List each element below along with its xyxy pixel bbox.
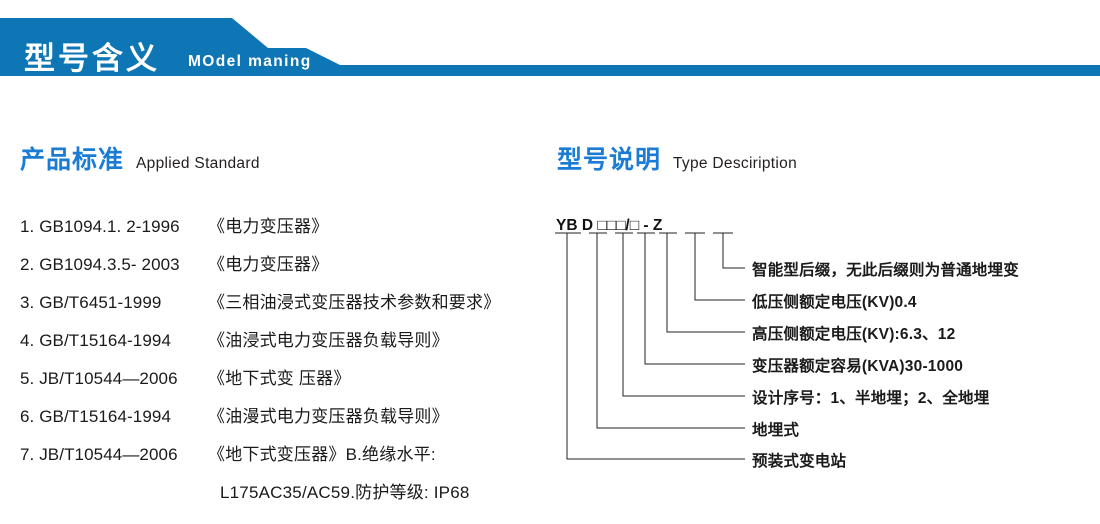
banner-blue-shape [0, 18, 1100, 76]
standard-code: 5. JB/T10544—2006 [20, 369, 178, 388]
model-code-text: YB D □□□/□ - Z [556, 217, 663, 234]
page-header-banner: 型号含义 MOdel maning [0, 18, 1100, 76]
section-heading-cn-left: 产品标准 [20, 146, 125, 174]
standard-row: 6. GB/T15164-1994 《油漫式电力变压器负载导则》 [20, 402, 550, 440]
section-heading-type-description: 型号说明 Type Desciription [557, 140, 797, 176]
model-label-rated-capacity: 变压器额定容易(KVA)30-1000 [752, 358, 964, 375]
standard-row: 4. GB/T15164-1994 《油浸式电力变压器负载导则》 [20, 326, 550, 364]
model-label-hv-voltage: 高压侧额定电压(KV):6.3、12 [752, 326, 956, 343]
model-label-smart-suffix: 智能型后缀，无此后缀则为普通地埋变 [752, 262, 1019, 279]
standard-title: 《油浸式电力变压器负载导则》 [208, 331, 449, 350]
model-code-diagram: YB D □□□/□ - Z [545, 208, 1100, 470]
standard-title: 《电力变压器》 [208, 255, 329, 274]
banner-title: 型号含义 [24, 41, 160, 76]
standard-code: 3. GB/T6451-1999 [20, 293, 162, 312]
standard-code: 4. GB/T15164-1994 [20, 331, 172, 350]
standard-code: 6. GB/T15164-1994 [20, 407, 172, 426]
applied-standards-list: 1. GB1094.1. 2-1996 《电力变压器》 2. GB1094.3.… [20, 212, 550, 516]
diagram-leader-lines [555, 232, 745, 460]
banner-shape [0, 18, 1100, 76]
model-label-prefab-substation: 预装式变电站 [752, 453, 847, 470]
model-label-design-serial: 设计序号：1、半地埋；2、全地埋 [752, 390, 990, 407]
standard-code: 1. GB1094.1. 2-1996 [20, 217, 180, 236]
section-heading-en-left: Applied Standard [136, 155, 260, 172]
section-heading-cn-right: 型号说明 [557, 146, 662, 174]
standard-code: 7. JB/T10544—2006 [20, 445, 178, 464]
model-label-lv-voltage: 低压侧额定电压(KV)0.4 [752, 294, 917, 311]
standard-title: 《地下式变压器》B.绝缘水平: [208, 445, 436, 464]
standard-title: 《电力变压器》 [208, 217, 329, 236]
section-heading-en-right: Type Desciription [673, 155, 797, 172]
section-heading-applied-standard: 产品标准 Applied Standard [20, 140, 260, 176]
standard-row: 5. JB/T10544—2006 《地下式变 压器》 [20, 364, 550, 402]
model-label-buried-type: 地埋式 [752, 422, 800, 439]
standard-code: 2. GB1094.3.5- 2003 [20, 255, 180, 274]
standard-title: 《地下式变 压器》 [208, 369, 351, 388]
standard-row: 7. JB/T10544—2006 《地下式变压器》B.绝缘水平: [20, 440, 550, 478]
standard-row: 2. GB1094.3.5- 2003 《电力变压器》 [20, 250, 550, 288]
standard-title: 《三相油浸式变压器技术参数和要求》 [208, 293, 501, 312]
standard-continuation-line: L175AC35/AC59.防护等级: IP68 [220, 483, 470, 502]
banner-subtitle: MOdel maning [188, 53, 312, 70]
standard-row: 1. GB1094.1. 2-1996 《电力变压器》 [20, 212, 550, 250]
standard-title: 《油漫式电力变压器负载导则》 [208, 407, 449, 426]
standard-row: 3. GB/T6451-1999 《三相油浸式变压器技术参数和要求》 [20, 288, 550, 326]
